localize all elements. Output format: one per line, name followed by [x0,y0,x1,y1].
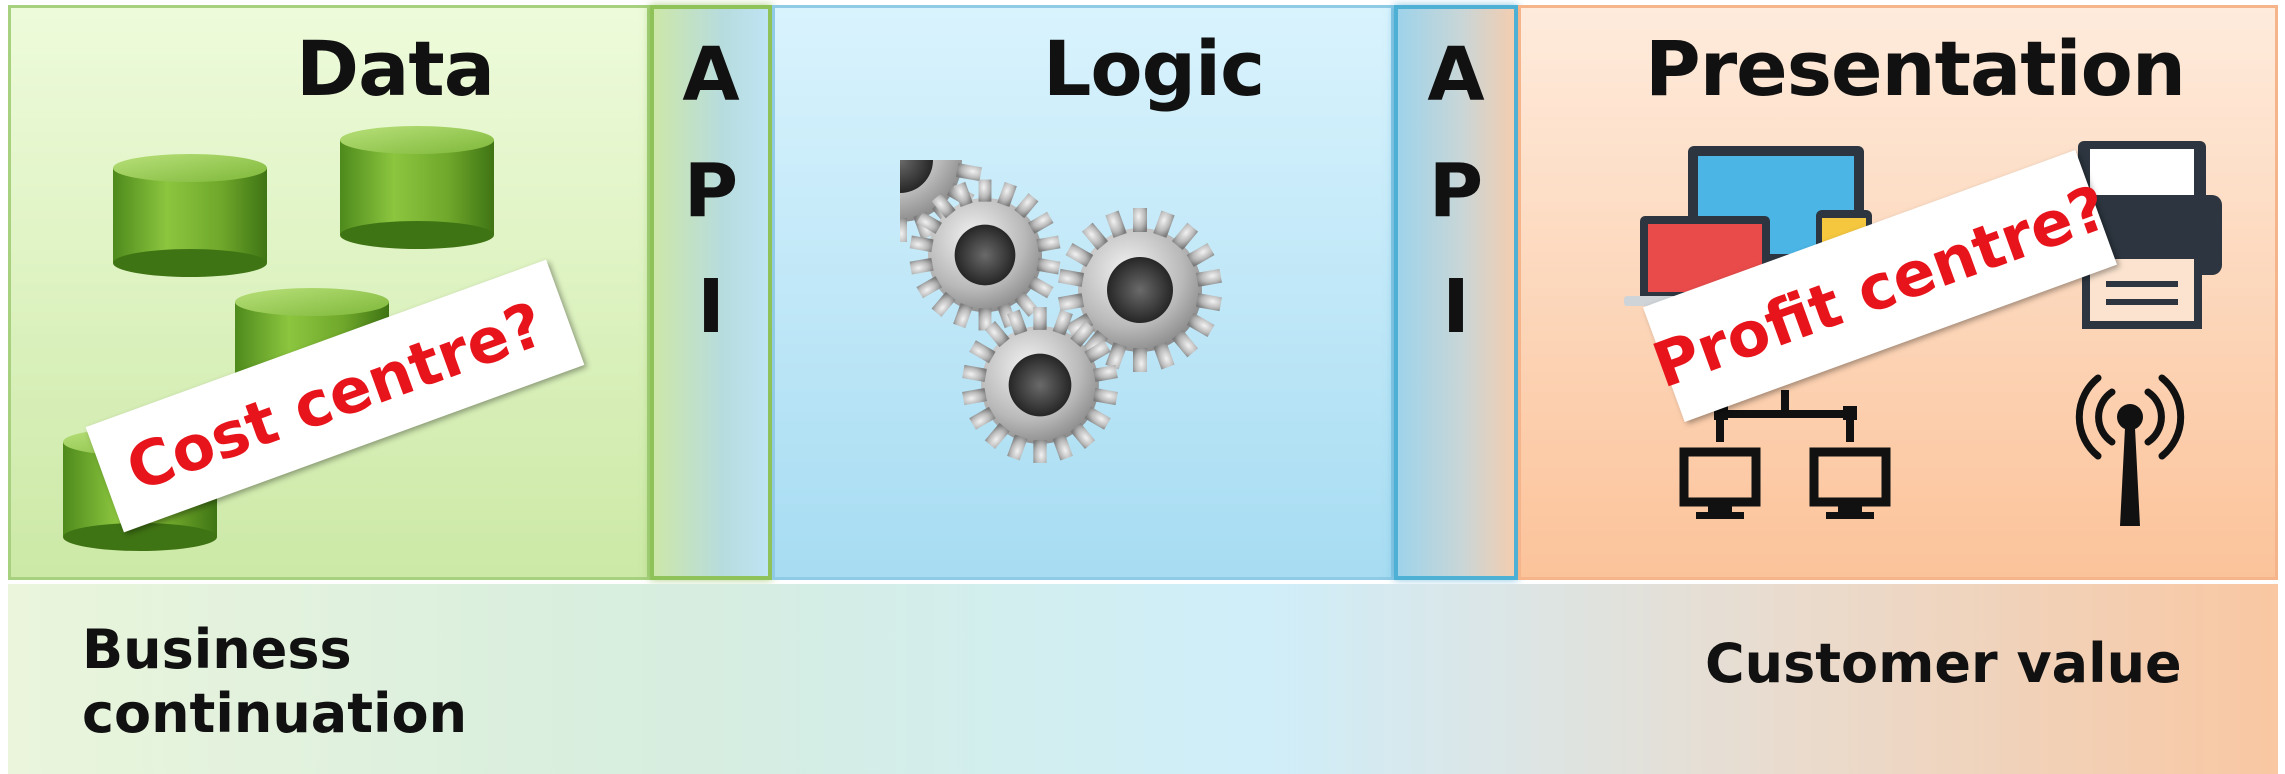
gears-icon [900,160,1222,463]
api-right-letter-a: A [1427,32,1485,118]
wireless-antenna-icon [2075,374,2185,526]
presentation-title: Presentation [1645,24,2186,113]
api-left-letter-i: I [697,264,725,350]
api-panel-left [650,5,772,580]
api-right-letter-p: P [1428,148,1484,234]
cylinder-1 [113,154,267,277]
cylinder-2 [340,126,494,249]
bottom-band [8,584,2278,774]
api-left-letter-a: A [682,32,740,118]
api-panel-right [1394,5,1518,580]
caption-line-1: Business [82,618,352,681]
logic-title: Logic [1043,24,1265,113]
printer-icon [2064,141,2222,329]
data-title: Data [296,24,495,113]
api-right-letter-i: I [1442,264,1470,350]
customer-value-caption: Customer value [1705,632,2182,695]
api-left-letter-p: P [683,148,739,234]
caption-line-2: continuation [82,681,468,745]
business-continuation-caption: Business continuation [82,618,467,745]
